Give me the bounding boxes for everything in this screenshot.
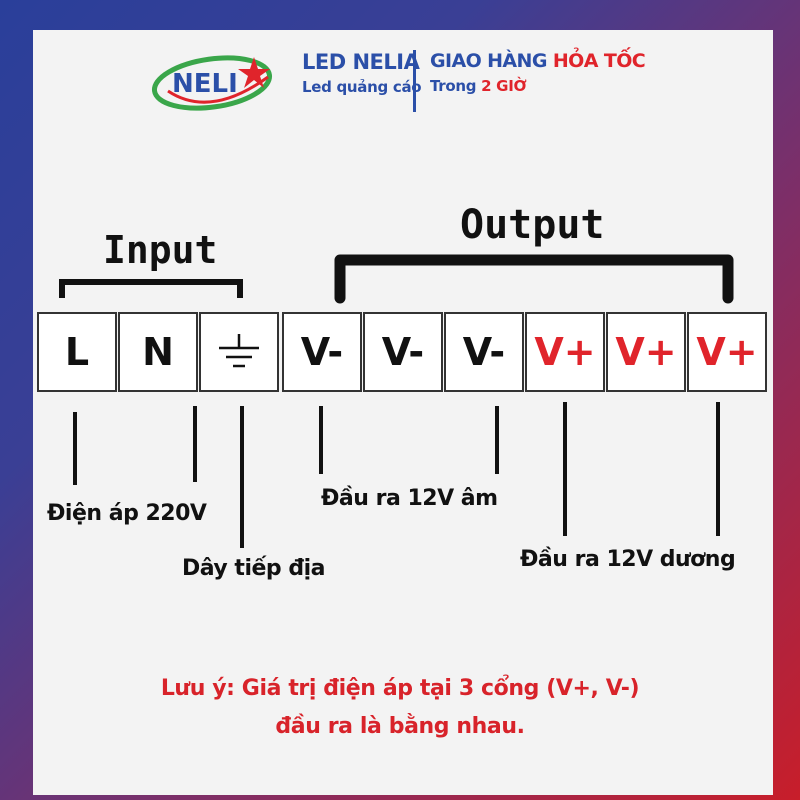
terminal-vpos-1: V+ xyxy=(525,312,605,392)
shipping-title: GIAO HÀNG HỎA TỐC xyxy=(430,50,646,72)
brand-block: LED NELIA Led quảng cáo xyxy=(302,50,422,96)
terminal-label: V- xyxy=(381,330,425,374)
logo-text: NELI xyxy=(172,69,238,99)
input-label: Input xyxy=(103,228,218,272)
terminal-label: V+ xyxy=(696,330,758,374)
terminal-vpos-2: V+ xyxy=(606,312,686,392)
brand-subtitle: Led quảng cáo xyxy=(302,78,422,96)
terminal-ground xyxy=(199,312,279,392)
header-divider xyxy=(413,50,416,112)
brand-title: LED NELIA xyxy=(302,50,420,74)
caption-neg-output: Đầu ra 12V âm xyxy=(321,486,498,511)
terminal-label: N xyxy=(142,330,174,374)
shipping-title-prefix: GIAO HÀNG xyxy=(430,50,553,72)
shipping-sub-highlight: 2 GIỜ xyxy=(481,77,527,95)
terminal-n: N xyxy=(118,312,198,392)
caption-pos-output: Đầu ra 12V dương xyxy=(520,547,736,572)
terminal-vneg-2: V- xyxy=(363,312,443,392)
caption-voltage-220: Điện áp 220V xyxy=(47,501,207,526)
terminal-vpos-3: V+ xyxy=(687,312,767,392)
terminal-l: L xyxy=(37,312,117,392)
output-label: Output xyxy=(460,202,605,248)
note-line-1: Lưu ý: Giá trị điện áp tại 3 cổng (V+, V… xyxy=(160,676,640,701)
caption-ground-wire: Dây tiếp địa xyxy=(182,556,325,581)
shipping-block: GIAO HÀNG HỎA TỐC Trong 2 GIỜ xyxy=(430,50,646,95)
shipping-sub-prefix: Trong xyxy=(430,77,482,95)
terminal-label: V+ xyxy=(534,330,596,374)
shipping-title-highlight: HỎA TỐC xyxy=(552,50,646,72)
terminal-label: V- xyxy=(462,330,506,374)
terminal-label: V- xyxy=(300,330,344,374)
shipping-subtitle: Trong 2 GIỜ xyxy=(430,77,645,95)
terminal-vneg-3: V- xyxy=(444,312,524,392)
star-icon xyxy=(238,57,270,88)
ground-icon xyxy=(219,334,259,368)
content-card xyxy=(33,30,773,795)
terminal-label: V+ xyxy=(615,330,677,374)
terminal-vneg-1: V- xyxy=(282,312,362,392)
nelia-logo: NELI xyxy=(151,55,273,111)
note-line-2: đầu ra là bằng nhau. xyxy=(275,714,525,739)
terminal-label: L xyxy=(64,330,90,374)
